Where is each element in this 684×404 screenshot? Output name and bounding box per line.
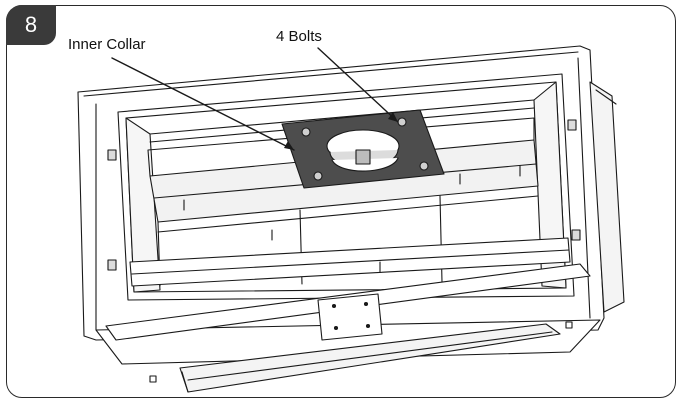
bolt-icon [301, 127, 311, 137]
bolt-icon [397, 117, 407, 127]
step-number-badge: 8 [6, 5, 56, 45]
collar-plate [281, 109, 445, 189]
bolt-icon [419, 161, 429, 171]
bolts-label: 4 Bolts [276, 28, 322, 45]
firebox-opening [117, 73, 575, 301]
inner-collar-label: Inner Collar [68, 36, 146, 53]
hinges [107, 119, 581, 271]
lower-pan [95, 263, 601, 393]
leader-lines [111, 47, 399, 151]
bolt-icon [313, 171, 323, 181]
